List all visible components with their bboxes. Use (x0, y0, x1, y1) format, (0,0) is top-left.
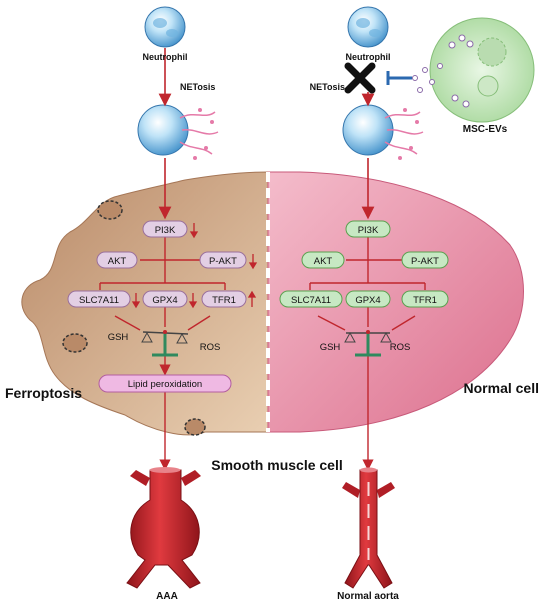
right-pakt: P-AKT (411, 256, 439, 267)
left-akt: AKT (108, 256, 127, 267)
left-slc7a11: SLC7A11 (79, 295, 119, 306)
right-gpx4: GPX4 (355, 295, 380, 306)
lipid-peroxidation-label: Lipid peroxidation (128, 379, 202, 390)
normal-cell-label: Normal cell (464, 380, 539, 396)
netosis-left-label: NETosis (180, 82, 215, 92)
right-pills (279, 220, 449, 308)
right-ros: ROS (390, 342, 411, 353)
normal-aorta (342, 467, 395, 589)
inhibition-bar-icon (386, 71, 412, 85)
right-slc7a11: SLC7A11 (291, 295, 331, 306)
netosis-neutrophil-left (137, 104, 219, 160)
left-pakt: P-AKT (209, 256, 237, 267)
left-gsh: GSH (108, 332, 129, 343)
normal-aorta-label: Normal aorta (337, 591, 399, 602)
neutrophil-left-label: Neutrophil (143, 52, 188, 62)
neutrophil-right (347, 6, 389, 48)
neutrophil-right-label: Neutrophil (346, 52, 391, 62)
left-pi3k: PI3K (155, 225, 176, 236)
left-tfr1: TFR1 (212, 295, 236, 306)
balance-left (141, 330, 189, 357)
left-pathway-lines (99, 237, 226, 471)
normal-cell-body (267, 171, 524, 433)
right-pathway-lines (309, 237, 426, 471)
right-akt: AKT (314, 256, 333, 267)
right-gsh: GSH (320, 342, 341, 353)
left-pills (67, 220, 247, 393)
ev-vesicles (412, 63, 443, 93)
netosis-right-label: NETosis (310, 82, 345, 92)
block-x-icon (344, 62, 376, 94)
aaa-label: AAA (156, 591, 178, 602)
aaa-aorta (126, 467, 201, 589)
msc-evs-label: MSC-EVs (463, 124, 508, 135)
smooth-muscle-cell-label: Smooth muscle cell (211, 457, 342, 473)
left-trend-arrows (131, 223, 258, 309)
balance-right (344, 330, 392, 357)
debris-fragments (62, 200, 206, 436)
left-gpx4: GPX4 (152, 295, 177, 306)
right-tfr1: TFR1 (413, 295, 437, 306)
netosis-neutrophil-right (342, 104, 424, 160)
right-pi3k: PI3K (358, 225, 379, 236)
left-ros: ROS (200, 342, 221, 353)
neutrophil-left (144, 6, 186, 48)
msc-cell (429, 17, 535, 123)
ferroptosis-label: Ferroptosis (5, 385, 82, 401)
